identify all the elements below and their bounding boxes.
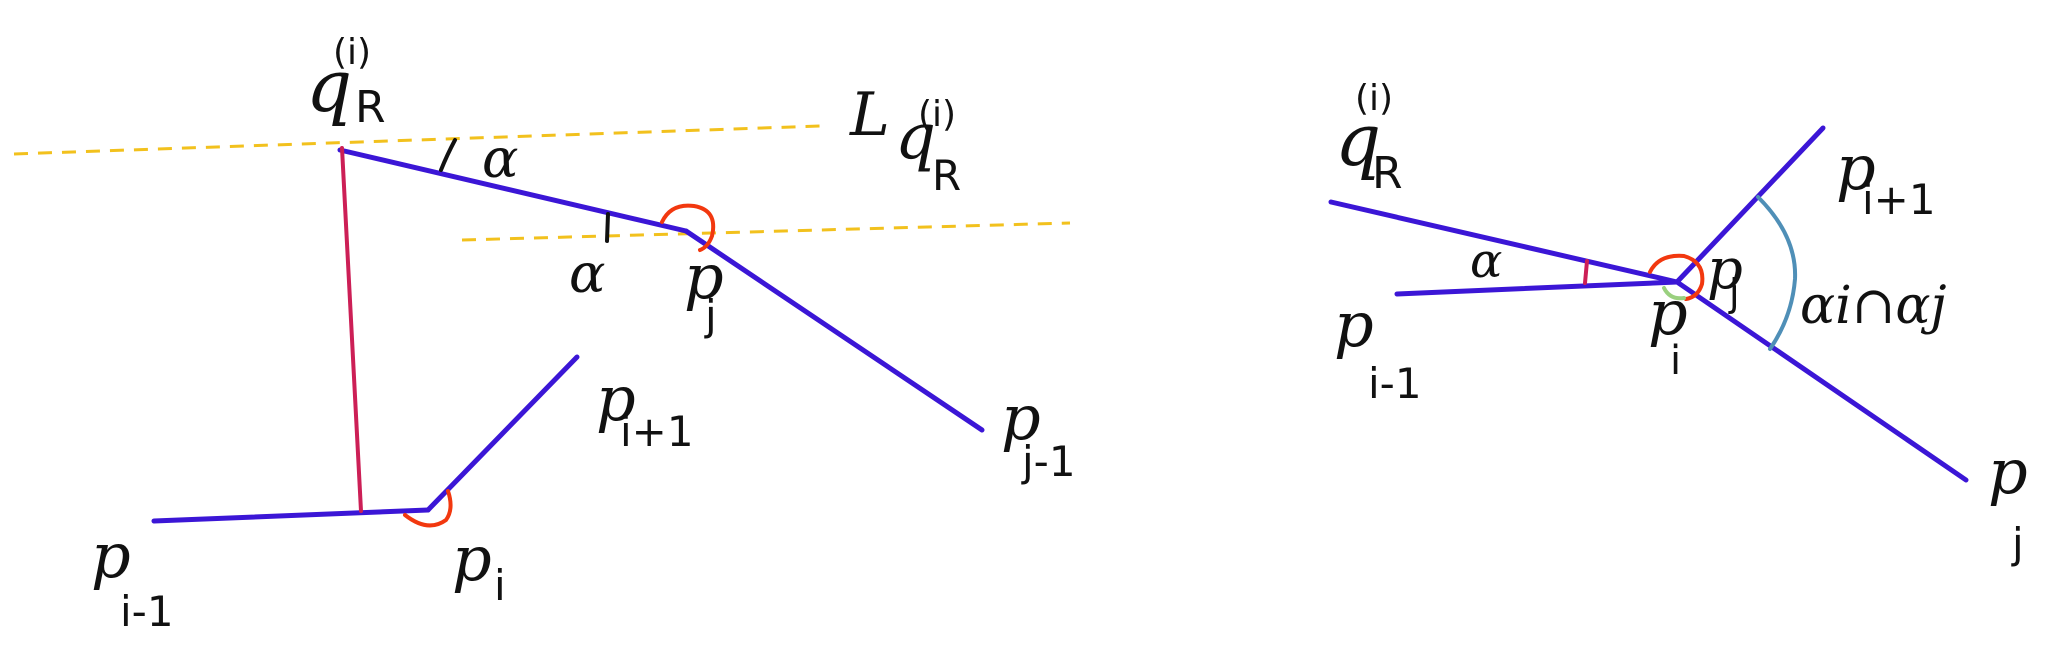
left-pi-label-sub: i	[494, 561, 506, 610]
right-center-angle-marker	[1648, 253, 1705, 301]
left-segment-pi-minus-1-to-pi	[151, 507, 431, 524]
left-q-label-sub: R	[355, 82, 386, 133]
left-pj-label-sub: j	[704, 291, 717, 340]
right-q-label-sub: R	[1372, 148, 1403, 199]
right-q-label-sup: (i)	[1355, 78, 1393, 119]
right-pi-plus-1-label-base: p	[1836, 131, 1876, 204]
right-intersection-label: αi∩αj	[1800, 276, 1947, 336]
left-segment-pj-to-pj-minus-1	[683, 228, 985, 433]
left-pi-plus-1-label-base: p	[596, 362, 636, 435]
right-pj-label-sub: j	[1728, 271, 1740, 315]
left-line-label-prefix: L	[849, 80, 890, 150]
right-pi-label-sub: i	[1670, 338, 1681, 384]
left-pi-angle-marker	[403, 489, 453, 528]
right-pi-label-base: p	[1648, 276, 1688, 349]
right-diagram: q (i) R α p i+1 p j p i p i-1 p j αi∩αj	[1328, 78, 2028, 568]
right-alpha-label: α	[1470, 233, 1502, 289]
left-line-label-base: q	[895, 100, 936, 174]
right-pi-plus-1-label-sub: i+1	[1862, 175, 1936, 224]
right-segment-q-to-center	[1328, 199, 1680, 285]
left-q-label-base: q	[306, 44, 352, 128]
right-pi-minus-1-label-base: p	[1334, 288, 1374, 361]
right-segment-pi-minus-1-to-center	[1394, 279, 1680, 297]
left-pj-angle-marker	[660, 203, 716, 252]
left-q-label-sup: (i)	[333, 32, 371, 73]
left-segment-pi-to-pi-plus-1	[425, 354, 580, 513]
left-diagram: q (i) R L q (i) R α α p j p i+1 p j-1 p …	[13, 32, 1076, 636]
left-pi-minus-1-label-sub: i-1	[120, 587, 174, 636]
right-center-inner-marker	[1662, 286, 1686, 301]
left-alpha-mid: α	[569, 242, 605, 305]
left-alpha-top: α	[482, 127, 518, 190]
right-segment-center-to-pi-plus-1	[1674, 125, 1826, 285]
left-mid-angle-tick	[605, 212, 610, 243]
right-pj-label-base: p	[1707, 237, 1743, 302]
left-segment-q-to-base	[340, 146, 363, 513]
right-pj-bottom-label-sub: j	[2011, 519, 2024, 568]
left-line-label-sub: R	[932, 151, 961, 200]
right-pi-minus-1-label-sub: i-1	[1368, 359, 1422, 408]
right-opening-angle-arc	[1756, 195, 1798, 351]
left-pj-minus-1-label-sub: j-1	[1021, 437, 1076, 486]
left-pi-minus-1-label-base: p	[91, 519, 131, 592]
right-q-label-base: q	[1335, 98, 1381, 182]
left-pj-label-base: p	[684, 240, 724, 313]
left-pi-plus-1-label-sub: i+1	[620, 407, 694, 456]
left-reference-line-lower	[461, 221, 1071, 242]
right-alpha-tick	[1583, 259, 1589, 285]
left-pi-label-base: p	[452, 522, 492, 595]
right-segment-center-to-pj	[1674, 279, 1969, 483]
left-reference-line-upper	[13, 124, 821, 156]
right-pj-bottom-label-base: p	[1988, 435, 2028, 508]
left-pj-minus-1-label-base: p	[1001, 381, 1041, 454]
left-alpha-arc	[439, 138, 457, 172]
left-segment-q-to-pj	[337, 147, 689, 234]
left-line-label-sup: (i)	[918, 94, 956, 135]
